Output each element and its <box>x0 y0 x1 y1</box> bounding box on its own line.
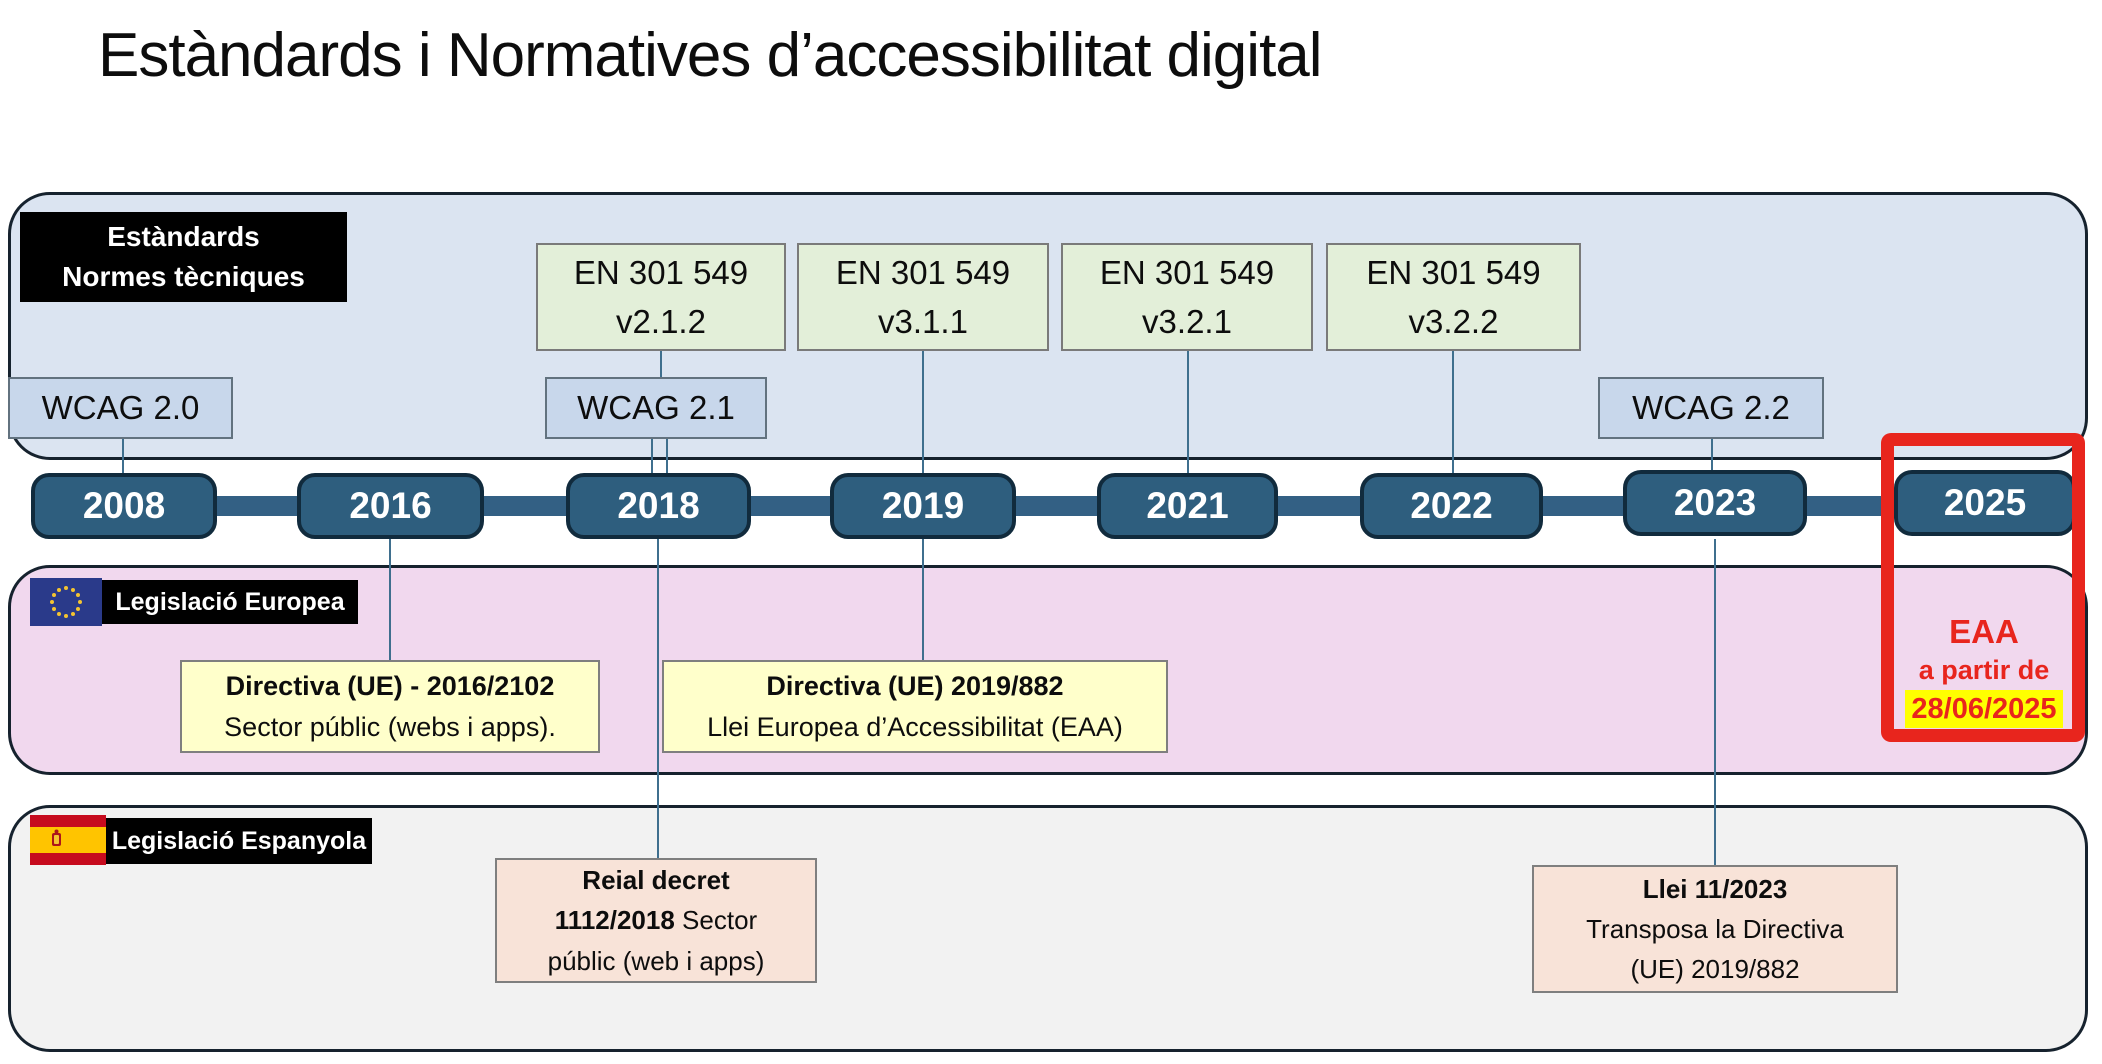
eaa-note: EAA a partir de 28/06/2025 <box>1886 612 2082 729</box>
wcag-box-21: WCAG 2.1 <box>545 377 767 439</box>
eu-legislation-label: Legislació Europea <box>102 580 358 624</box>
reial-decret-number: 1112/2018 <box>554 905 675 936</box>
es-legislation-label: Legislació Espanyola <box>106 818 372 864</box>
reial-decret-line2: 1112/2018 Sector <box>555 900 757 940</box>
eaa-subtitle: a partir de <box>1918 654 2050 685</box>
en-box-v321-line2: v3.2.1 <box>1142 303 1232 340</box>
es-legislation-label-text: Legislació Espanyola <box>111 826 367 855</box>
eu-flag-icon <box>30 578 102 631</box>
wcag-box-20: WCAG 2.0 <box>8 377 233 439</box>
connector-2018-reialdecret <box>657 539 659 858</box>
timeline-year-2023: 2023 <box>1623 470 1807 536</box>
en-box-v311-line2: v3.1.1 <box>878 303 968 340</box>
connector-2016-directiva <box>389 539 391 660</box>
eaa-highlight-rectangle <box>1881 433 2085 742</box>
en-box-v322-line1: EN 301 549 <box>1366 253 1541 291</box>
year-2025-label: 2025 <box>1943 482 2027 523</box>
en-box-v321-line1: EN 301 549 <box>1099 253 1275 291</box>
directiva-2016-box: Directiva (UE) - 2016/2102 Sector públic… <box>180 660 600 753</box>
wcag-box-22: WCAG 2.2 <box>1598 377 1824 439</box>
en-box-v311: EN 301 549 v3.1.1 <box>797 243 1049 351</box>
timeline-year-2018: 2018 <box>566 473 751 539</box>
connector-wcag22-2023 <box>1711 439 1713 473</box>
connector-wcag20-2008 <box>122 439 124 473</box>
wcag-21-label: WCAG 2.1 <box>577 389 735 426</box>
directiva-2016-title: Directiva (UE) - 2016/2102 <box>225 671 555 701</box>
connector-2019-directiva <box>922 539 924 660</box>
en-box-v322-line2: v3.2.2 <box>1408 303 1499 340</box>
spain-flag-icon <box>30 815 106 870</box>
en-box-v311-line1: EN 301 549 <box>835 253 1011 291</box>
timeline-year-2021: 2021 <box>1097 473 1278 539</box>
reial-decret-box: Reial decret 1112/2018 Sector públic (we… <box>495 858 817 983</box>
page-title: Estàndards i Normatives d’accessibilitat… <box>98 21 1323 90</box>
reial-decret-title: Reial decret <box>582 865 730 896</box>
year-2021-label: 2021 <box>1146 485 1229 526</box>
timeline-year-2022: 2022 <box>1360 473 1543 539</box>
eu-legislation-label-text: Legislació Europea <box>115 587 345 616</box>
year-2016-label: 2016 <box>349 485 432 526</box>
en-box-v212-line1: EN 301 549 <box>573 253 749 291</box>
llei-2023-box: Llei 11/2023 Transposa la Directiva (UE)… <box>1532 865 1898 993</box>
timeline-year-2016: 2016 <box>297 473 484 539</box>
directiva-2019-subtitle: Llei Europea d’Accessibilitat (EAA) <box>707 711 1123 742</box>
year-2008-label: 2008 <box>82 485 166 526</box>
eaa-date-highlight: 28/06/2025 <box>1905 690 2063 729</box>
year-2019-label: 2019 <box>881 485 965 526</box>
directiva-2019-box: Directiva (UE) 2019/882 Llei Europea d’A… <box>662 660 1168 753</box>
llei-2023-title: Llei 11/2023 <box>1642 873 1788 904</box>
standards-label-line2: Normes tècniques <box>62 261 305 292</box>
directiva-2019-title: Directiva (UE) 2019/882 <box>766 671 1064 701</box>
connector-en212-wcag21 <box>660 351 662 377</box>
connector-wcag21-2018-a <box>651 439 653 473</box>
year-2022-label: 2022 <box>1410 485 1493 526</box>
en-box-v212: EN 301 549 v2.1.2 <box>536 243 786 351</box>
connector-en321-2021 <box>1187 351 1189 473</box>
reial-decret-line2-rest: Sector <box>674 905 758 936</box>
standards-label: Estàndards Normes tècniques <box>20 212 347 302</box>
timeline-year-2008: 2008 <box>31 473 217 539</box>
wcag-20-label: WCAG 2.0 <box>41 389 200 426</box>
connector-2023-llei <box>1714 539 1716 865</box>
wcag-22-label: WCAG 2.2 <box>1632 389 1790 426</box>
llei-2023-line2: Transposa la Directiva <box>1586 913 1844 944</box>
eaa-title: EAA <box>1949 613 2019 650</box>
year-2018-label: 2018 <box>617 485 700 526</box>
directiva-2016-subtitle: Sector públic (webs i apps). <box>224 711 556 742</box>
en-box-v212-line2: v2.1.2 <box>616 303 706 340</box>
en-box-v322: EN 301 549 v3.2.2 <box>1326 243 1581 351</box>
llei-2023-line3: (UE) 2019/882 <box>1630 954 1800 985</box>
standards-label-line1: Estàndards <box>107 221 260 253</box>
connector-en311-2019 <box>922 351 924 473</box>
en-box-v321: EN 301 549 v3.2.1 <box>1061 243 1313 351</box>
connector-wcag21-2018-b <box>666 439 668 473</box>
year-2023-label: 2023 <box>1673 482 1757 523</box>
connector-en322-2022 <box>1452 351 1454 473</box>
reial-decret-line3: públic (web i apps) <box>547 945 765 976</box>
timeline-year-2019: 2019 <box>830 473 1016 539</box>
